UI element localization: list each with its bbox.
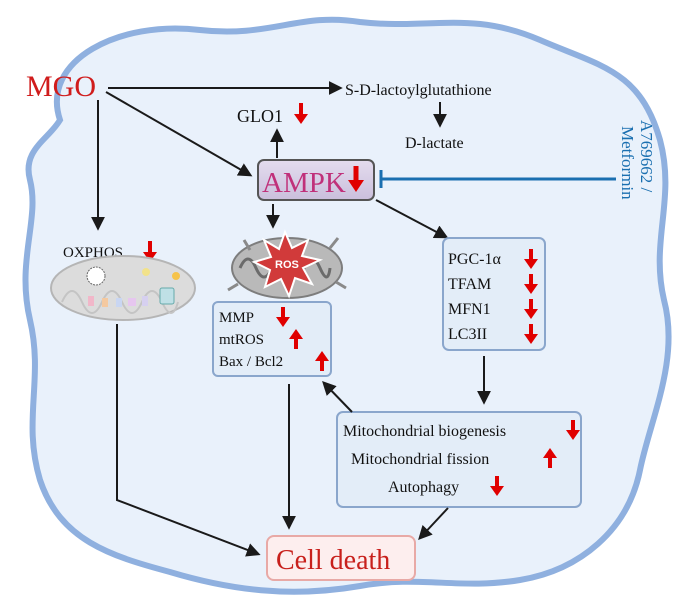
mito-effects-panel (212, 301, 332, 377)
ampk-down-arrow (348, 166, 364, 192)
pgc-item-down-arrow (524, 324, 538, 344)
mito-effect-down-arrow (276, 307, 290, 327)
arrow-mgo-to-ampk (105, 91, 253, 177)
oxphos-down-arrow (143, 241, 157, 262)
mito-effect-up-arrow (289, 329, 303, 349)
lactoylglutathione-label: S-D-lactoylglutathione (345, 82, 492, 99)
mgo-label: MGO (26, 70, 96, 103)
process-item-down-arrow (490, 476, 504, 496)
ampk-label: AMPK (262, 167, 346, 199)
process-item-label: Autophagy (388, 479, 459, 496)
arrow-process-to-mito-panel (322, 380, 353, 413)
pgc-item-down-arrow (524, 299, 538, 319)
pgc-item-label: TFAM (448, 276, 491, 293)
glo1-down-arrow (294, 103, 308, 124)
pgc-item-down-arrow (524, 249, 538, 269)
mito-effect-label: Bax / Bcl2 (219, 354, 283, 370)
mitochondrion-oxphos-icon (50, 255, 196, 321)
process-item-label: Mitochondrial fission (351, 451, 489, 468)
d-lactate-label: D-lactate (405, 135, 464, 152)
inhibitor-metformin-label: Metformin (618, 126, 637, 200)
process-panel (336, 411, 582, 508)
ros-label: ROS (275, 259, 299, 271)
pgc-item-label: MFN1 (448, 301, 491, 318)
pgc-item-label: LC3II (448, 326, 487, 343)
mito-effect-up-arrow (315, 351, 329, 371)
arrow-process-to-cell-death (418, 507, 449, 541)
process-item-down-arrow (566, 420, 580, 440)
process-item-label: Mitochondrial biogenesis (343, 423, 506, 440)
ros-burst-icon (251, 229, 324, 299)
glo1-label: GLO1 (237, 106, 283, 126)
pgc-item-label: PGC-1α (448, 251, 501, 268)
arrow-oxphos-to-cell-death (116, 324, 261, 557)
process-item-up-arrow (543, 448, 557, 468)
pgc-panel (442, 237, 546, 351)
mito-effect-label: MMP (219, 310, 254, 326)
cell-death-label: Cell death (276, 545, 390, 576)
cell-death-box (266, 535, 416, 581)
pgc-item-down-arrow (524, 274, 538, 294)
ampk-box (257, 159, 375, 201)
mito-effect-label: mtROS (219, 332, 264, 348)
inhibitor-a769662-label: A769662 / (637, 120, 656, 193)
arrow-ampk-to-pgc (375, 199, 449, 239)
